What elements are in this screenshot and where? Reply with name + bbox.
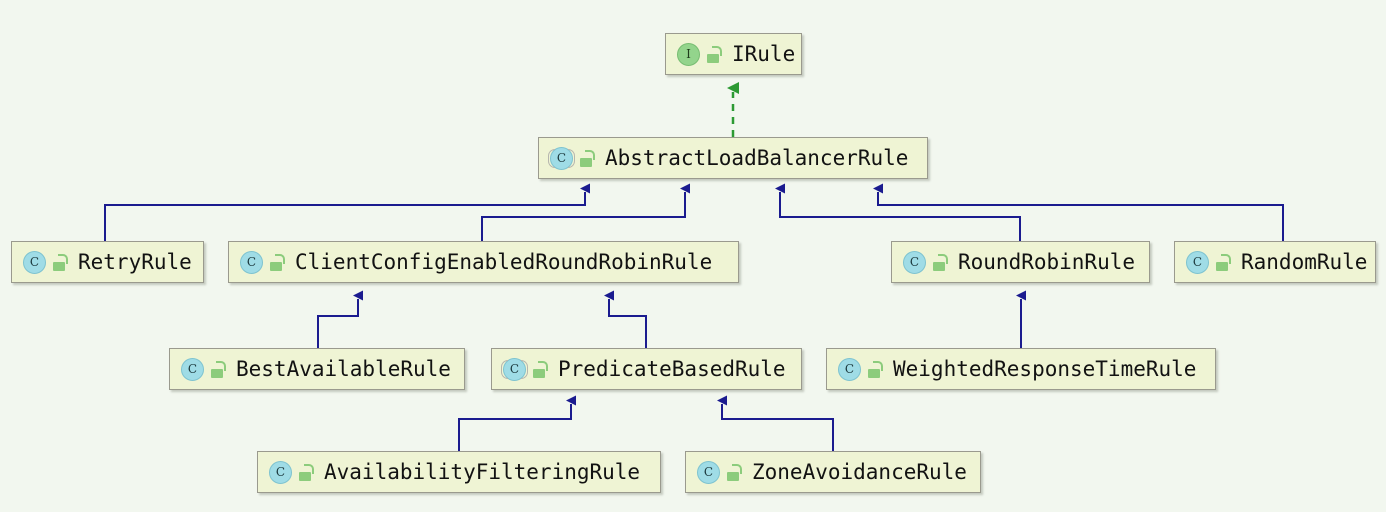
class-node-label: RetryRule [78, 249, 192, 274]
unlocked-padlock-icon [706, 45, 722, 63]
class-node-roundrobinrule[interactable]: C RoundRobinRule [891, 241, 1150, 283]
class-node-bestavailablerule[interactable]: C BestAvailableRule [169, 348, 465, 390]
class-node-label: ZoneAvoidanceRule [752, 459, 967, 484]
unlocked-padlock-icon [579, 149, 595, 167]
edge-bestavailablerule-to-clientconfigenabledroundrobinrule [317, 290, 363, 348]
interface-badge: I [677, 42, 700, 66]
class-badge-wrap: C [901, 250, 928, 274]
class-node-label: AvailabilityFilteringRule [324, 459, 641, 484]
class-badge: C [23, 250, 46, 274]
class-badge: C [550, 146, 573, 170]
class-badge-wrap: C [238, 250, 265, 274]
class-badge: C [1186, 250, 1209, 274]
class-badge-wrap: C [179, 357, 206, 381]
class-badge: C [181, 357, 204, 381]
abstract-class-badge-wrap: C [501, 357, 528, 381]
unlocked-padlock-icon [532, 360, 548, 378]
class-node-label: ClientConfigEnabledRoundRobinRule [295, 249, 713, 274]
class-node-retryrule[interactable]: C RetryRule [11, 241, 204, 283]
edge-zoneavoidancerule-to-predicatebasedrule [717, 395, 834, 451]
edge-roundrobinrule-to-abstractloadbalancerrule [775, 183, 1021, 241]
unlocked-padlock-icon [210, 360, 226, 378]
unlocked-padlock-icon [1215, 253, 1231, 271]
class-badge: C [838, 357, 861, 381]
interface-badge-wrap: I [675, 42, 702, 66]
edge-clientconfigenabledroundrobinrule-to-abstractloadbalancerrule [481, 183, 690, 241]
class-node-label: RandomRule [1241, 249, 1368, 274]
class-node-label: PredicateBasedRule [558, 356, 786, 381]
unlocked-padlock-icon [726, 463, 742, 481]
class-node-label: WeightedResponseTimeRule [893, 356, 1197, 381]
class-badge: C [503, 357, 526, 381]
class-badge: C [903, 250, 926, 274]
unlocked-padlock-icon [932, 253, 948, 271]
class-badge: C [240, 250, 263, 274]
class-node-weightedresponsetimerule[interactable]: C WeightedResponseTimeRule [826, 348, 1216, 390]
edge-retryrule-to-abstractloadbalancerrule [104, 183, 590, 241]
class-badge-wrap: C [267, 460, 294, 484]
class-badge-wrap: C [695, 460, 722, 484]
class-badge: C [269, 460, 292, 484]
class-badge: C [697, 460, 720, 484]
unlocked-padlock-icon [867, 360, 883, 378]
unlocked-padlock-icon [269, 253, 285, 271]
edge-availabilityfilteringrule-to-predicatebasedrule [458, 395, 576, 451]
class-node-availabilityfilteringrule[interactable]: C AvailabilityFilteringRule [257, 451, 661, 493]
class-node-randomrule[interactable]: C RandomRule [1174, 241, 1376, 283]
class-node-abstractloadbalancerrule[interactable]: C AbstractLoadBalancerRule [538, 137, 928, 179]
class-node-predicatebasedrule[interactable]: C PredicateBasedRule [491, 348, 802, 390]
abstract-class-badge-wrap: C [548, 146, 575, 170]
class-node-label: RoundRobinRule [958, 249, 1136, 274]
class-badge-wrap: C [836, 357, 863, 381]
class-node-clientconfigenabledroundrobinrule[interactable]: C ClientConfigEnabledRoundRobinRule [228, 241, 739, 283]
class-node-label: IRule [732, 41, 796, 66]
class-node-label: BestAvailableRule [236, 356, 451, 381]
class-badge-wrap: C [1184, 250, 1211, 274]
class-node-irule[interactable]: I IRule [665, 33, 802, 75]
edge-randomrule-to-abstractloadbalancerrule [873, 183, 1284, 241]
class-node-zoneavoidancerule[interactable]: C ZoneAvoidanceRule [685, 451, 981, 493]
class-badge-wrap: C [21, 250, 48, 274]
unlocked-padlock-icon [298, 463, 314, 481]
unlocked-padlock-icon [52, 253, 68, 271]
edge-predicatebasedrule-to-clientconfigenabledroundrobinrule [604, 290, 647, 348]
class-node-label: AbstractLoadBalancerRule [605, 145, 909, 170]
